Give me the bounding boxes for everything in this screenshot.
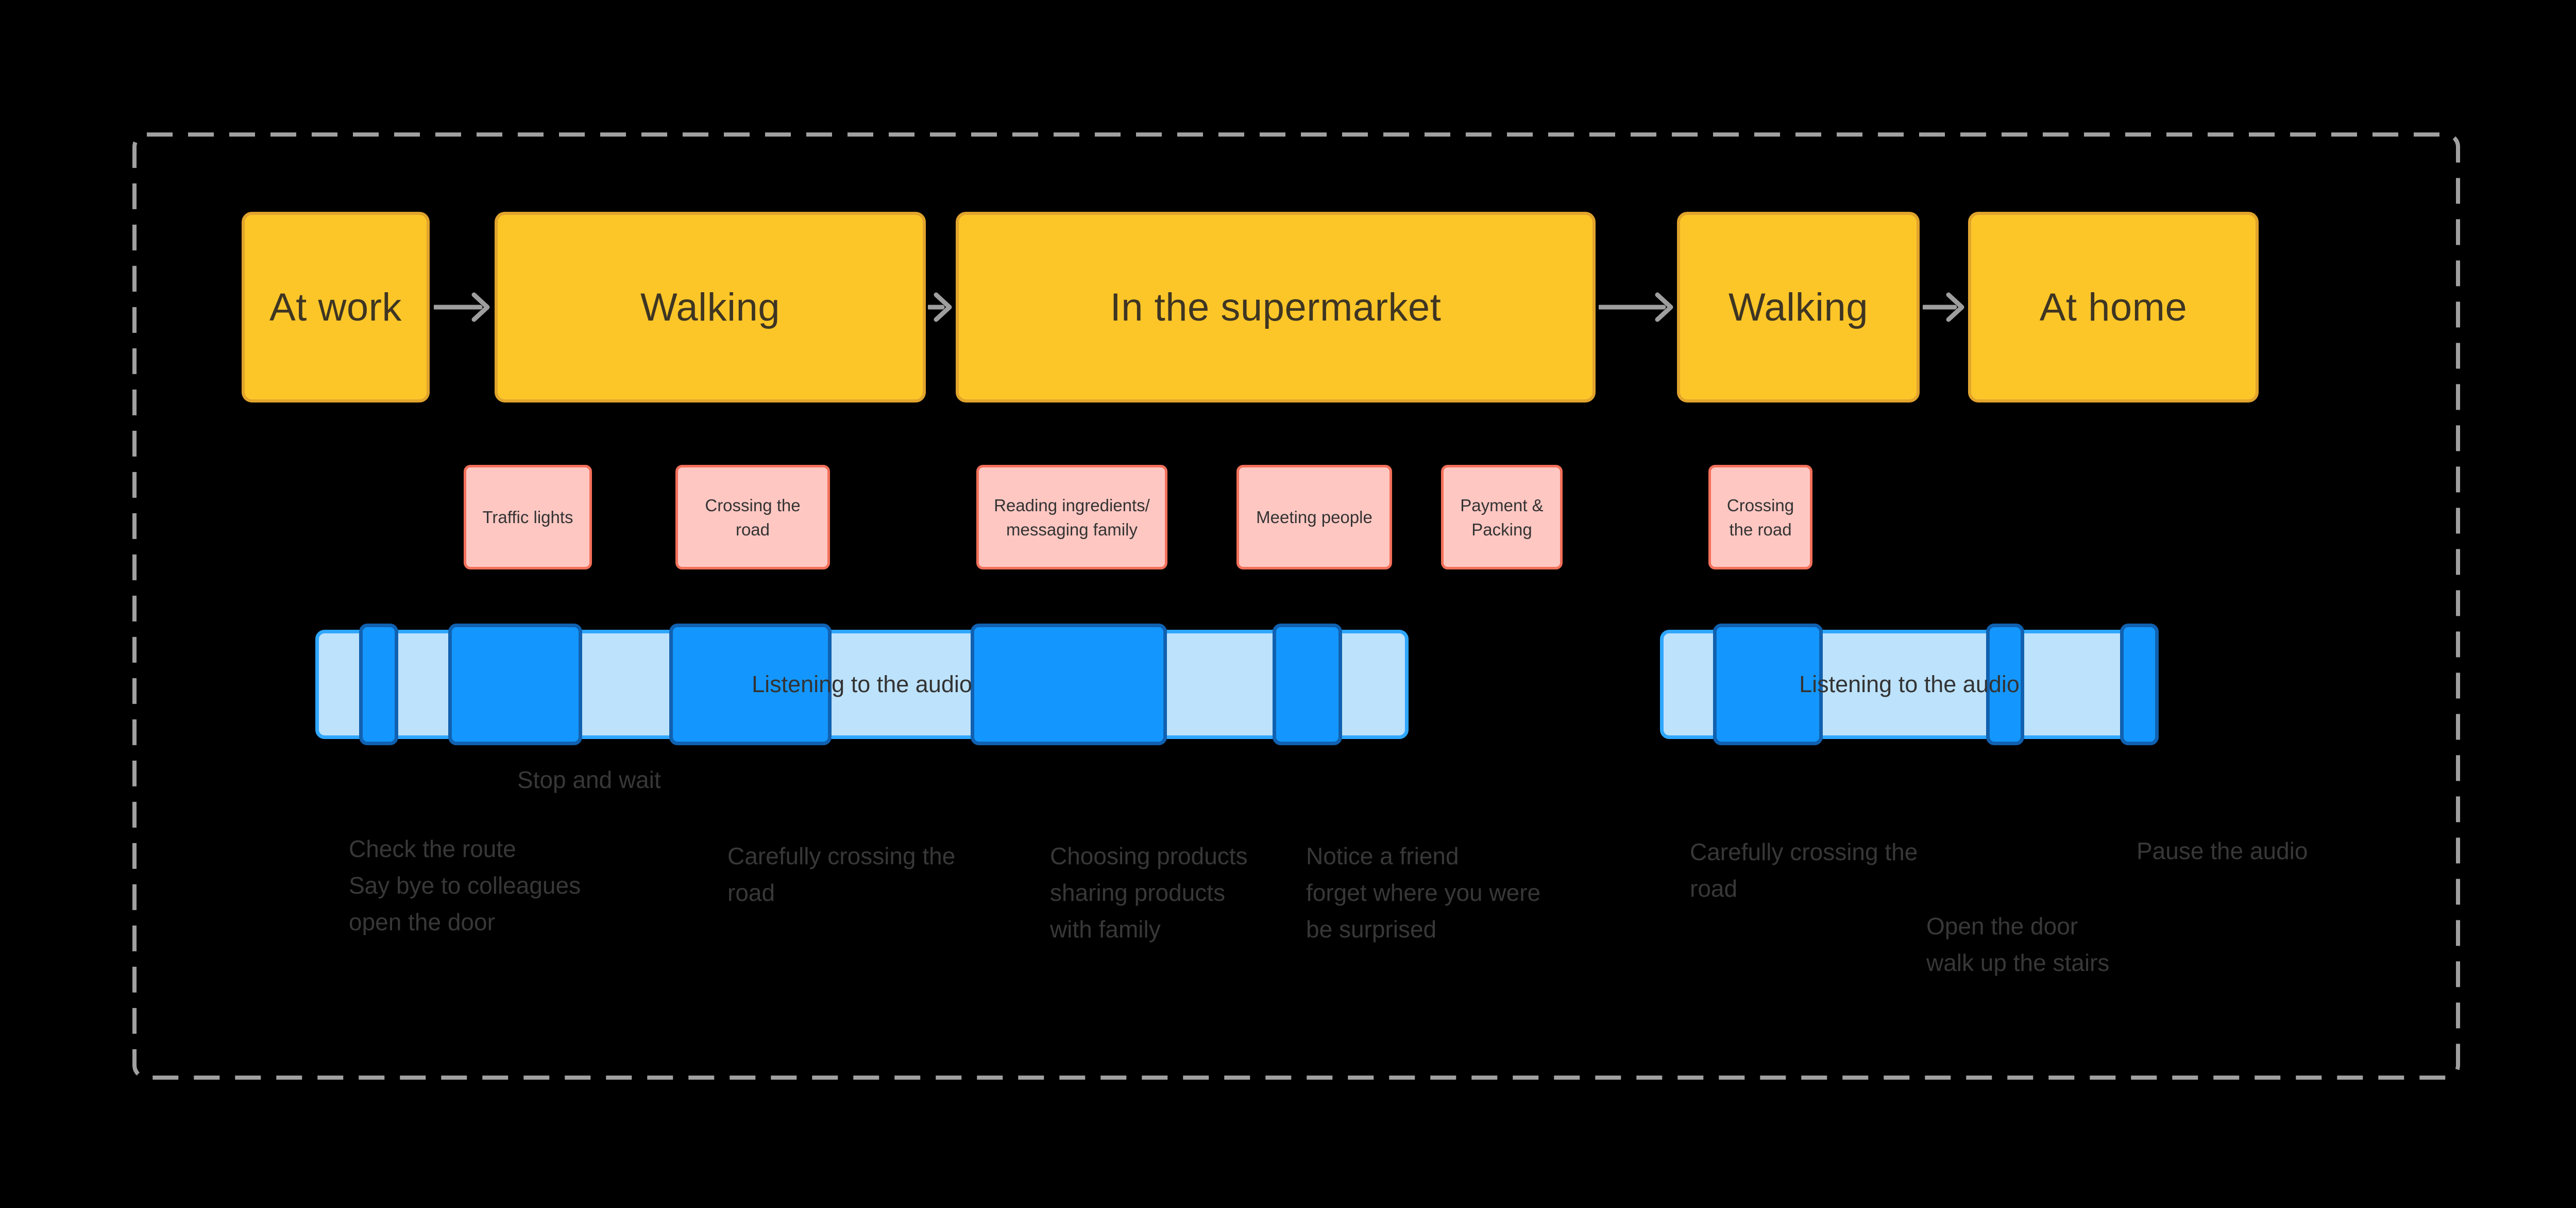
touchpoint-payment-packing[interactable]: Payment & Packing — [1441, 465, 1563, 569]
touchpoint-label: Crossing the — [705, 495, 801, 515]
touchpoint-label: the road — [1729, 519, 1792, 539]
audio-segment[interactable] — [1986, 624, 2024, 745]
stage-in-the-supermarket[interactable]: In the supermarket — [956, 212, 1596, 402]
note-line: Notice a friend — [1306, 843, 1459, 869]
note-line: Pause the audio — [2137, 837, 2308, 864]
touchpoint-label: Meeting people — [1256, 508, 1372, 527]
note-line: Carefully crossing the — [1690, 838, 1918, 865]
audio-segment[interactable] — [1713, 624, 1823, 745]
stage-label: At home — [2039, 285, 2188, 329]
note-notice-a-friend[interactable]: Notice a friend forget where you were be… — [1306, 838, 1540, 948]
touchpoint-reading-ingredients[interactable]: Reading ingredients/ messaging family — [976, 465, 1167, 569]
audio-segment[interactable] — [2120, 624, 2159, 745]
audio-bar-2-label: Listening to the audio — [1660, 630, 2159, 739]
note-stop-and-wait[interactable]: Stop and wait — [517, 762, 661, 798]
note-pause-the-audio[interactable]: Pause the audio — [2137, 833, 2308, 869]
note-line: Say bye to colleagues — [349, 872, 581, 899]
stage-label: At work — [269, 285, 402, 329]
note-choosing-products[interactable]: Choosing products sharing products with … — [1050, 838, 1248, 948]
audio-bar-1-label: Listening to the audio — [315, 630, 1409, 739]
stage-at-work[interactable]: At work — [242, 212, 430, 402]
arrow-right-icon[interactable] — [1923, 287, 1966, 328]
note-line: Check the route — [349, 835, 516, 862]
note-line: Carefully crossing the — [727, 843, 956, 869]
stage-label: Walking — [1728, 285, 1868, 329]
touchpoint-crossing-the-road-2[interactable]: Crossing the road — [1708, 465, 1812, 569]
touchpoint-label: Payment & — [1460, 495, 1544, 515]
note-check-the-route[interactable]: Check the route Say bye to colleagues op… — [349, 831, 581, 941]
touchpoint-label: road — [735, 519, 770, 539]
touchpoint-label: messaging family — [1006, 519, 1138, 539]
touchpoint-traffic-lights[interactable]: Traffic lights — [464, 465, 592, 569]
note-line: Choosing products — [1050, 843, 1248, 869]
note-carefully-crossing-2[interactable]: Carefully crossing the road — [1690, 834, 1918, 907]
stage-label: In the supermarket — [1110, 285, 1442, 329]
note-line: open the door — [349, 909, 495, 935]
note-line: Stop and wait — [517, 766, 661, 793]
audio-bar-label-text: Listening to the audio — [752, 671, 972, 697]
touchpoint-label: Crossing — [1726, 495, 1794, 515]
stage-label: Walking — [640, 285, 780, 329]
arrow-right-icon[interactable] — [1599, 287, 1675, 328]
audio-segment[interactable] — [971, 624, 1167, 745]
note-line: Open the door — [1926, 913, 2078, 939]
note-carefully-crossing-1[interactable]: Carefully crossing the road — [727, 838, 955, 911]
dashed-frame — [132, 132, 2460, 1080]
audio-segment[interactable] — [448, 624, 582, 745]
note-line: forget where you were — [1306, 879, 1541, 906]
note-line: sharing products — [1050, 879, 1226, 906]
audio-bar-label-text: Listening to the audio — [1799, 671, 2020, 697]
stage-at-home[interactable]: At home — [1968, 212, 2259, 402]
touchpoint-label: Reading ingredients/ — [994, 495, 1150, 515]
stage-walking-2[interactable]: Walking — [1677, 212, 1920, 402]
touchpoint-label: Packing — [1471, 519, 1532, 539]
note-line: road — [1690, 875, 1738, 902]
note-line: be surprised — [1306, 916, 1437, 943]
arrow-right-icon[interactable] — [434, 287, 492, 328]
touchpoint-meeting-people[interactable]: Meeting people — [1236, 465, 1392, 569]
note-line: road — [727, 879, 775, 906]
stage-walking-1[interactable]: Walking — [495, 212, 926, 402]
audio-segment[interactable] — [359, 624, 398, 745]
audio-segment[interactable] — [1273, 624, 1342, 745]
arrow-right-icon[interactable] — [928, 287, 954, 328]
note-line: with family — [1050, 916, 1161, 943]
audio-segment[interactable] — [669, 624, 832, 745]
touchpoint-label: Traffic lights — [482, 508, 573, 527]
note-line: walk up the stairs — [1926, 949, 2110, 976]
touchpoint-crossing-the-road-1[interactable]: Crossing the road — [675, 465, 830, 569]
note-open-the-door[interactable]: Open the door walk up the stairs — [1926, 908, 2109, 981]
